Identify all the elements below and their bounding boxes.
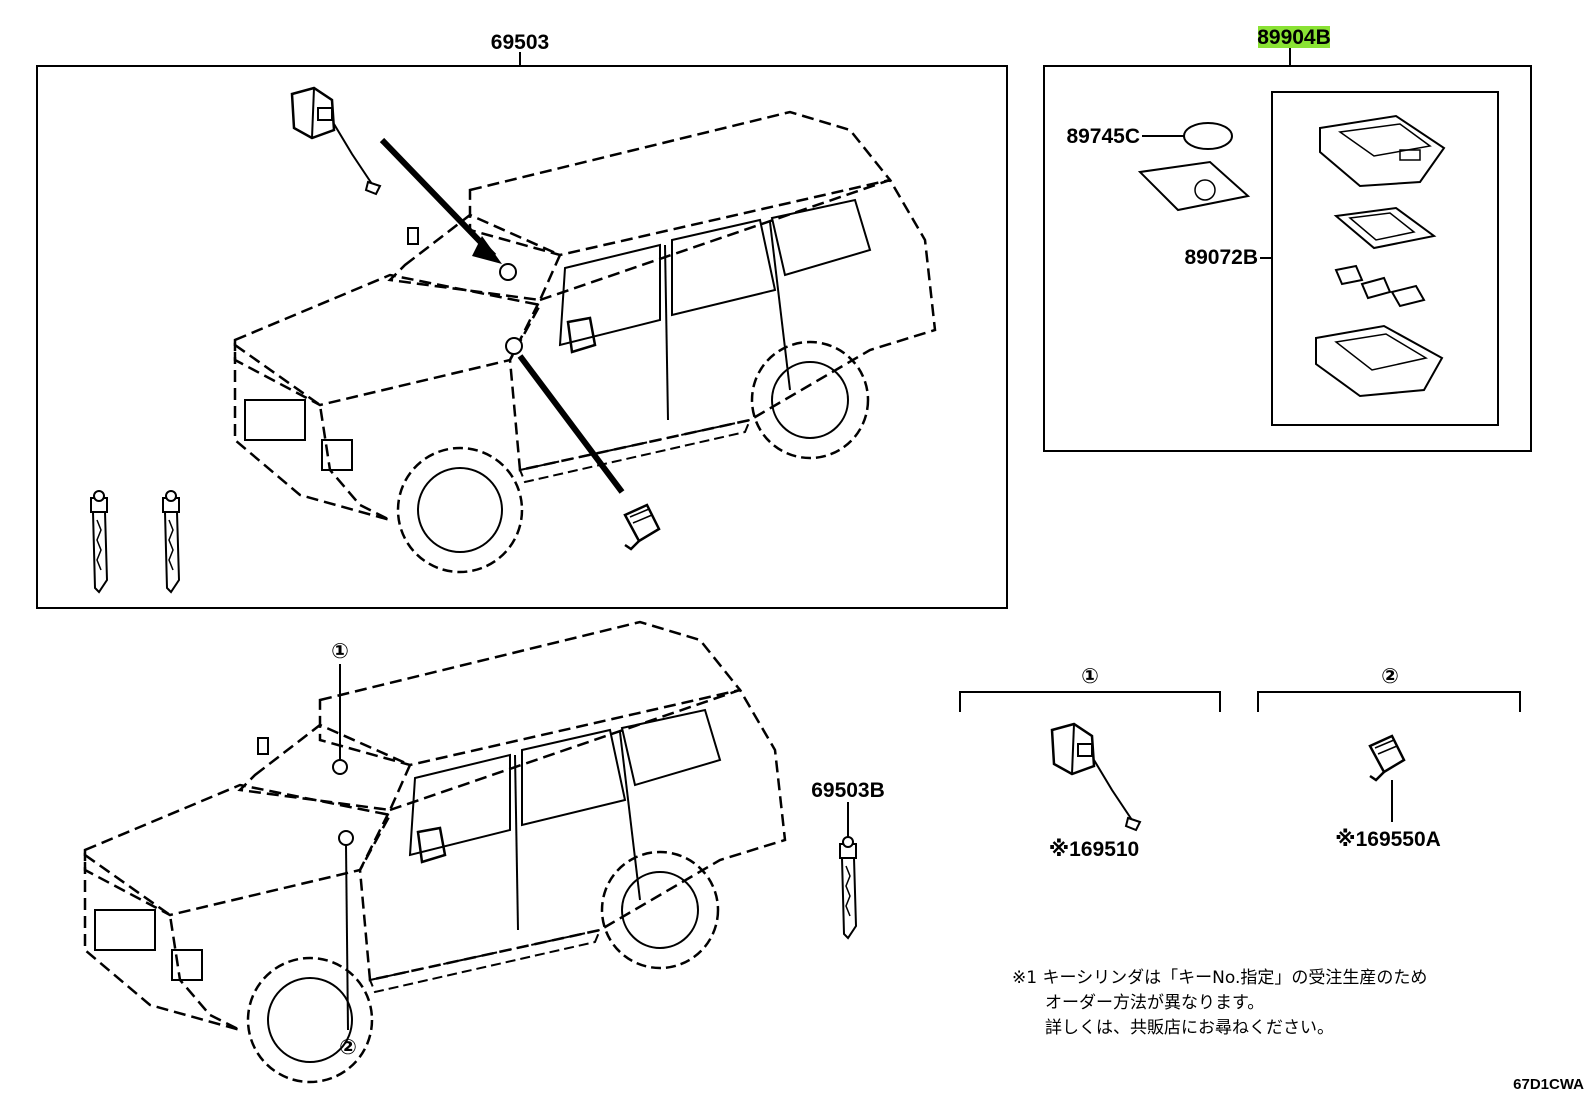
group-1-label: ① — [1081, 665, 1099, 688]
footnote-line-2: オーダー方法が異なります。 — [1045, 993, 1265, 1013]
marker-1-point — [332, 759, 348, 775]
label-69503: 69503 — [491, 31, 549, 54]
footnote-line-1: ※1 キーシリンダは「キーNo.指定」の受注生産のため — [1012, 968, 1428, 988]
vehicle-illustration-upper — [233, 110, 937, 574]
key-blank-69503b — [839, 836, 857, 939]
label-89904b: 89904B — [1257, 26, 1331, 49]
circuit-board-icon — [1137, 160, 1251, 212]
label-69550a: ※169550A — [1335, 828, 1441, 851]
group-2-label: ② — [1381, 665, 1399, 688]
remote-button-pad-icon — [1333, 206, 1437, 250]
battery-icon — [1183, 122, 1233, 150]
highlight-89904b — [1258, 26, 1330, 48]
remote-bottom-cover-icon — [1315, 324, 1444, 398]
sensor-69550a-illustration — [1368, 734, 1406, 782]
lock-cylinder-illustration — [290, 86, 382, 196]
label-69503b: 69503B — [811, 779, 885, 802]
master-key-2 — [162, 490, 180, 593]
label-89072b: 89072B — [1184, 246, 1258, 269]
kit-89904b-frame — [1043, 65, 1532, 452]
label-89745c: 89745C — [1066, 125, 1140, 148]
marker-1-label: ① — [331, 640, 349, 663]
remote-top-cover-icon — [1319, 114, 1446, 188]
master-key-1 — [90, 490, 108, 593]
label-69510: ※169510 — [1049, 838, 1140, 861]
immobilizer-sensor-illustration — [623, 503, 661, 551]
vehicle-illustration-lower — [83, 620, 787, 1084]
footnote: ※1 キーシリンダは「キーNo.指定」の受注生産のため オーダー方法が異なります… — [1012, 966, 1427, 1041]
cylinder-69510-illustration — [1050, 722, 1142, 832]
kit-69503-frame — [36, 65, 1008, 609]
marker-2-label: ② — [339, 1036, 357, 1059]
footnote-line-3: 詳しくは、共販店にお尋ねください。 — [1045, 1018, 1334, 1038]
diagram-code: 67D1CWA — [1513, 1076, 1584, 1093]
remote-buttons-icon — [1334, 264, 1426, 308]
marker-2-point — [338, 830, 354, 846]
